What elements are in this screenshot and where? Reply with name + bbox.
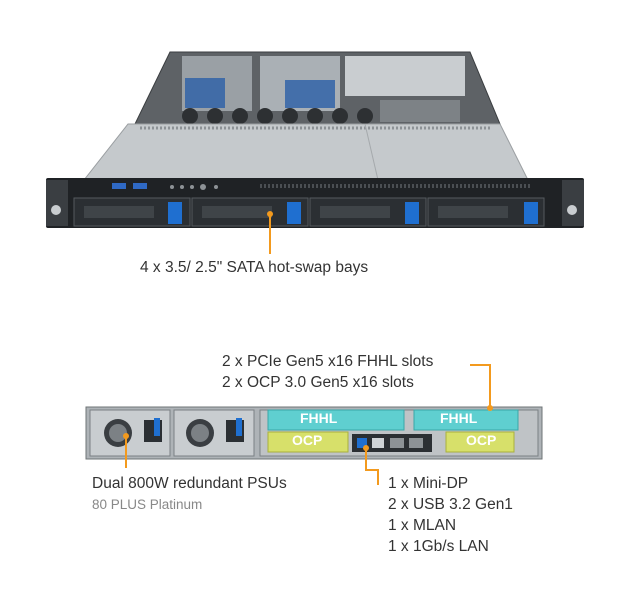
- psu-callout-subtitle: 80 PLUS Platinum: [92, 497, 203, 512]
- ocp-label-2: OCP: [466, 432, 497, 448]
- psu-callout-title: Dual 800W redundant PSUs: [92, 475, 287, 492]
- psu-2: [173, 409, 255, 457]
- front-bays-callout: 4 x 3.5/ 2.5" SATA hot-swap bays: [140, 259, 369, 276]
- ocp-label-1: OCP: [292, 432, 323, 448]
- fhhl-label-1: FHHL: [300, 410, 338, 426]
- slots-callout-line: [470, 364, 491, 408]
- io-callout-line: [365, 448, 379, 485]
- io-callout-line-1: 1 x Mini-DP: [388, 475, 469, 492]
- io-callout-line-3: 1 x MLAN: [388, 517, 457, 534]
- psu-1: [89, 409, 171, 457]
- slots-callout-line-1: 2 x PCIe Gen5 x16 FHHL slots: [222, 353, 434, 370]
- slots-callout-line-2: 2 x OCP 3.0 Gen5 x16 slots: [222, 374, 414, 391]
- io-callout-line-4: 1 x 1Gb/s LAN: [388, 538, 489, 555]
- io-callout-line-2: 2 x USB 3.2 Gen1: [388, 496, 513, 513]
- drive-bays: [73, 197, 545, 227]
- fhhl-label-2: FHHL: [440, 410, 478, 426]
